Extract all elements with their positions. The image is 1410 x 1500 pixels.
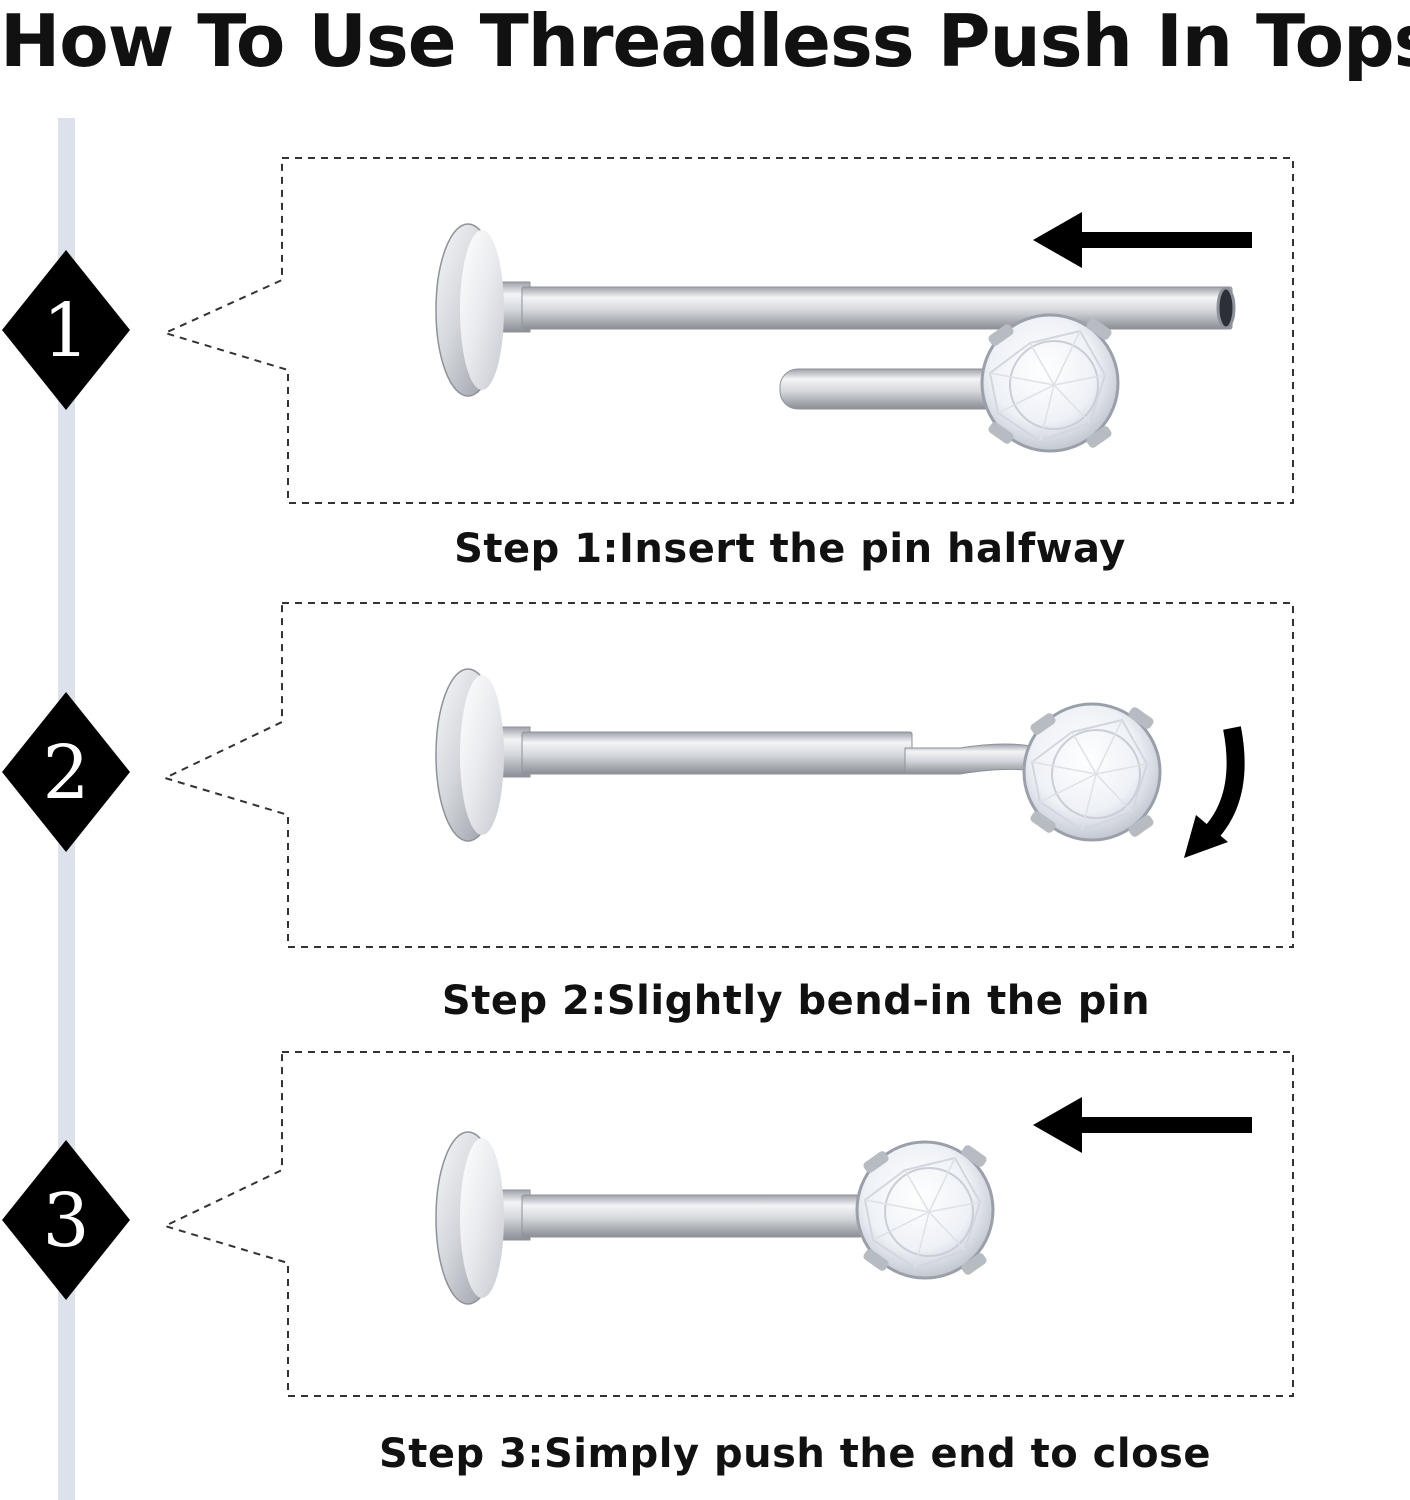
step-number: 3 — [42, 1178, 89, 1264]
step-2-marker: 2 — [2, 692, 130, 852]
step-2-caption: Step 2:Slightly bend-in the pin — [442, 978, 1150, 1024]
step-2: 2 — [2, 602, 1294, 948]
labret-post-illustration — [435, 1131, 863, 1305]
arrow-left-icon — [1033, 1097, 1252, 1153]
step-3: 3 — [2, 1051, 1294, 1397]
page-title: How To Use Threadless Push In Tops — [0, 0, 1410, 83]
arrow-left-icon — [1033, 212, 1252, 268]
push-pin-top-illustration — [779, 313, 1120, 453]
step-3-marker: 3 — [2, 1140, 130, 1300]
step-number: 1 — [42, 288, 89, 374]
curved-arrow-down-icon — [1184, 726, 1245, 858]
step-2-callout-frame — [162, 602, 1294, 948]
push-pin-top-illustration — [904, 702, 1162, 842]
push-pin-top-illustration — [855, 1140, 995, 1280]
step-1: 1 — [2, 157, 1294, 504]
step-3-callout-frame — [162, 1051, 1294, 1397]
step-number: 2 — [42, 730, 89, 816]
step-3-caption: Step 3:Simply push the end to close — [379, 1431, 1211, 1477]
labret-post-illustration — [435, 668, 913, 842]
step-1-marker: 1 — [2, 250, 130, 410]
step-1-callout-frame — [162, 157, 1294, 504]
step-1-caption: Step 1:Insert the pin halfway — [454, 526, 1126, 572]
